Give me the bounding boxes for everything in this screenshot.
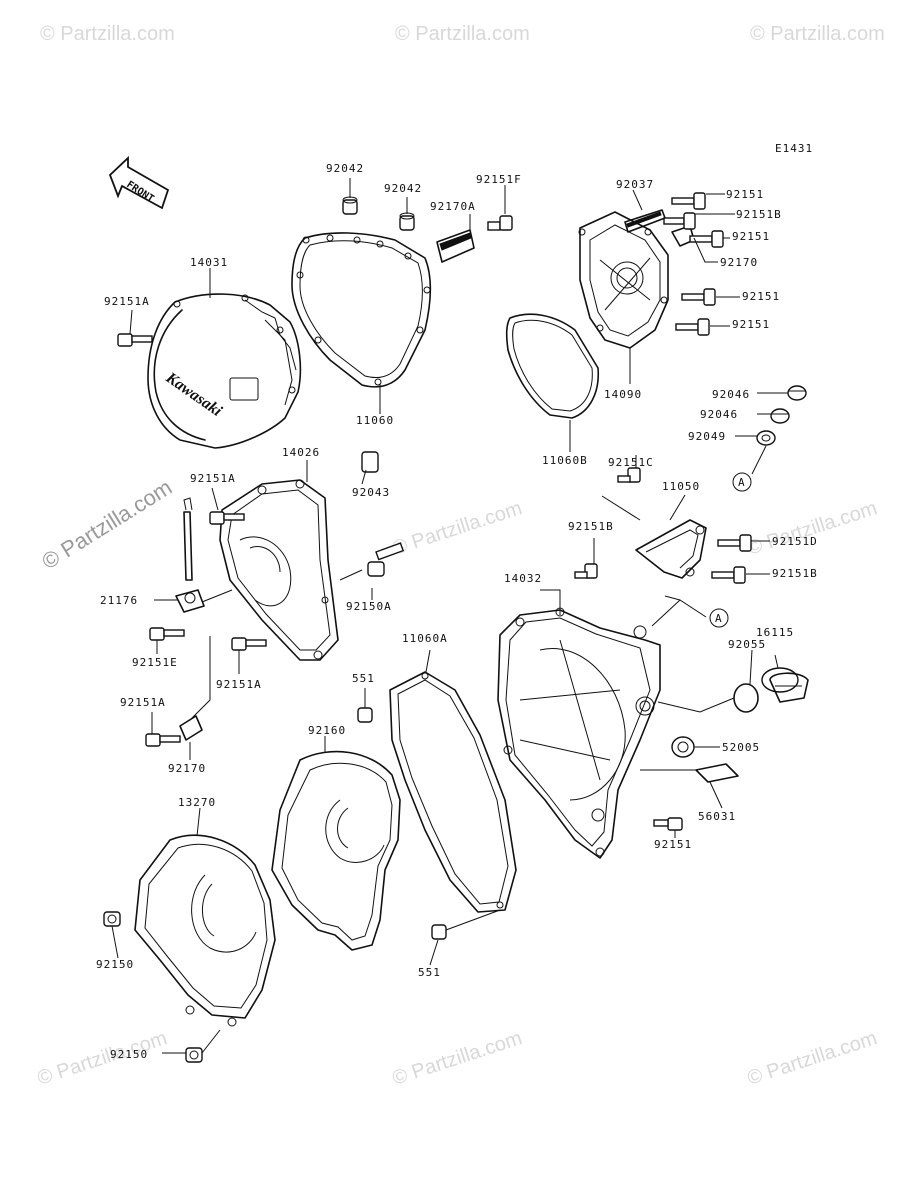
front-arrow-icon: FRONT [108,155,170,210]
part-label: 92170 [168,762,206,775]
ref-a-marker-2 [709,608,729,628]
part-label: 92151 [726,188,764,201]
part-label: 92151 [732,318,770,331]
part-label: 92046 [712,388,750,401]
part-label: 92151B [772,567,818,580]
watermark: © Partzilla.com [750,23,885,45]
part-label: 92151B [736,208,782,221]
part-label: 92151A [190,472,236,485]
bolt-group-left [117,333,267,747]
gasket-11060b [505,313,600,419]
part-label: A [738,476,746,489]
cap-16115 [761,667,809,703]
part-label: 11050 [662,480,700,493]
bolt-group-right [663,192,724,336]
label-56031-icon [695,763,739,783]
watermark: © Partzilla.com [35,1027,170,1090]
part-label: 92046 [700,408,738,421]
part-label: 92151B [568,520,614,533]
watermark: © Partzilla.com [395,23,530,45]
seal-52005 [671,736,695,758]
part-label: A [715,612,723,625]
dowel-92043 [361,451,379,473]
part-label: 92042 [326,162,364,175]
part-label: 551 [352,672,375,685]
diagram-code: E1431 [775,142,813,155]
oring-92055-icon [733,683,759,713]
part-label: 92151 [654,838,692,851]
leader-lines [111,178,788,1054]
plate-13270 [134,834,276,1027]
watermark: © Partzilla.com [390,1027,525,1090]
part-label: 92151A [120,696,166,709]
part-label: 92151E [132,656,178,669]
part-label: 92151A [216,678,262,691]
part-label: 92042 [384,182,422,195]
part-label: 92150 [96,958,134,971]
bolt-group-center [574,467,752,831]
part-labels: 92042 92042 92151F 92170A 92037 92151 92… [96,162,818,1061]
part-label: 92049 [688,430,726,443]
part-label: 92043 [352,486,390,499]
gasket-11060 [291,232,431,388]
bolt-92150 [103,911,203,1063]
part-label: 551 [418,966,441,979]
gasket-11060a [389,671,517,913]
generator-cover-14031: Kawasaki [147,293,302,449]
clamp-92170a [436,215,513,263]
part-label: 11060B [542,454,588,467]
watermark-side: © Partzilla.com [37,474,176,574]
part-label: 21176 [100,594,138,607]
plug-92046 [756,385,807,446]
sensor-21176 [175,497,205,613]
part-label: 92151C [608,456,654,469]
watermark: © Partzilla.com [40,23,175,45]
dowel-551b [431,924,447,940]
watermark: © Partzilla.com [745,497,880,560]
part-label: 92151A [104,295,150,308]
cover-14026 [219,479,339,661]
part-label: 92151 [742,290,780,303]
part-label: 92170 [720,256,758,269]
part-label: 14032 [504,572,542,585]
part-label: 92150A [346,600,392,613]
part-label: 14090 [604,388,642,401]
part-label: 92151D [772,535,818,548]
part-label: 92150 [110,1048,148,1061]
watermark-layer: © Partzilla.com © Partzilla.com © Partzi… [35,23,885,1090]
stud-92150a [367,542,405,577]
watermark: © Partzilla.com [745,1027,880,1090]
part-label: 92055 [728,638,766,651]
part-label: 92037 [616,178,654,191]
brand-logo: Kawasaki [162,369,225,421]
part-label: 11060A [402,632,448,645]
part-label: 92151F [476,173,522,186]
part-label: 16115 [756,626,794,639]
part-label: 14031 [190,256,228,269]
dowel-92042 [342,196,415,231]
watermark: © Partzilla.com [390,497,525,560]
part-label: 92160 [308,724,346,737]
part-label: 52005 [722,741,760,754]
part-label: 13270 [178,796,216,809]
dowel-551a [357,707,373,723]
plate-92160 [271,750,401,951]
part-label: 14026 [282,446,320,459]
part-label: 11060 [356,414,394,427]
ref-a-marker [732,472,752,492]
part-label: 92170A [430,200,476,213]
part-label: 56031 [698,810,736,823]
clutch-cover-14032 [497,607,661,859]
cover-14090 [578,211,669,349]
part-label: 92151 [732,230,770,243]
bracket-11050 [635,519,707,579]
